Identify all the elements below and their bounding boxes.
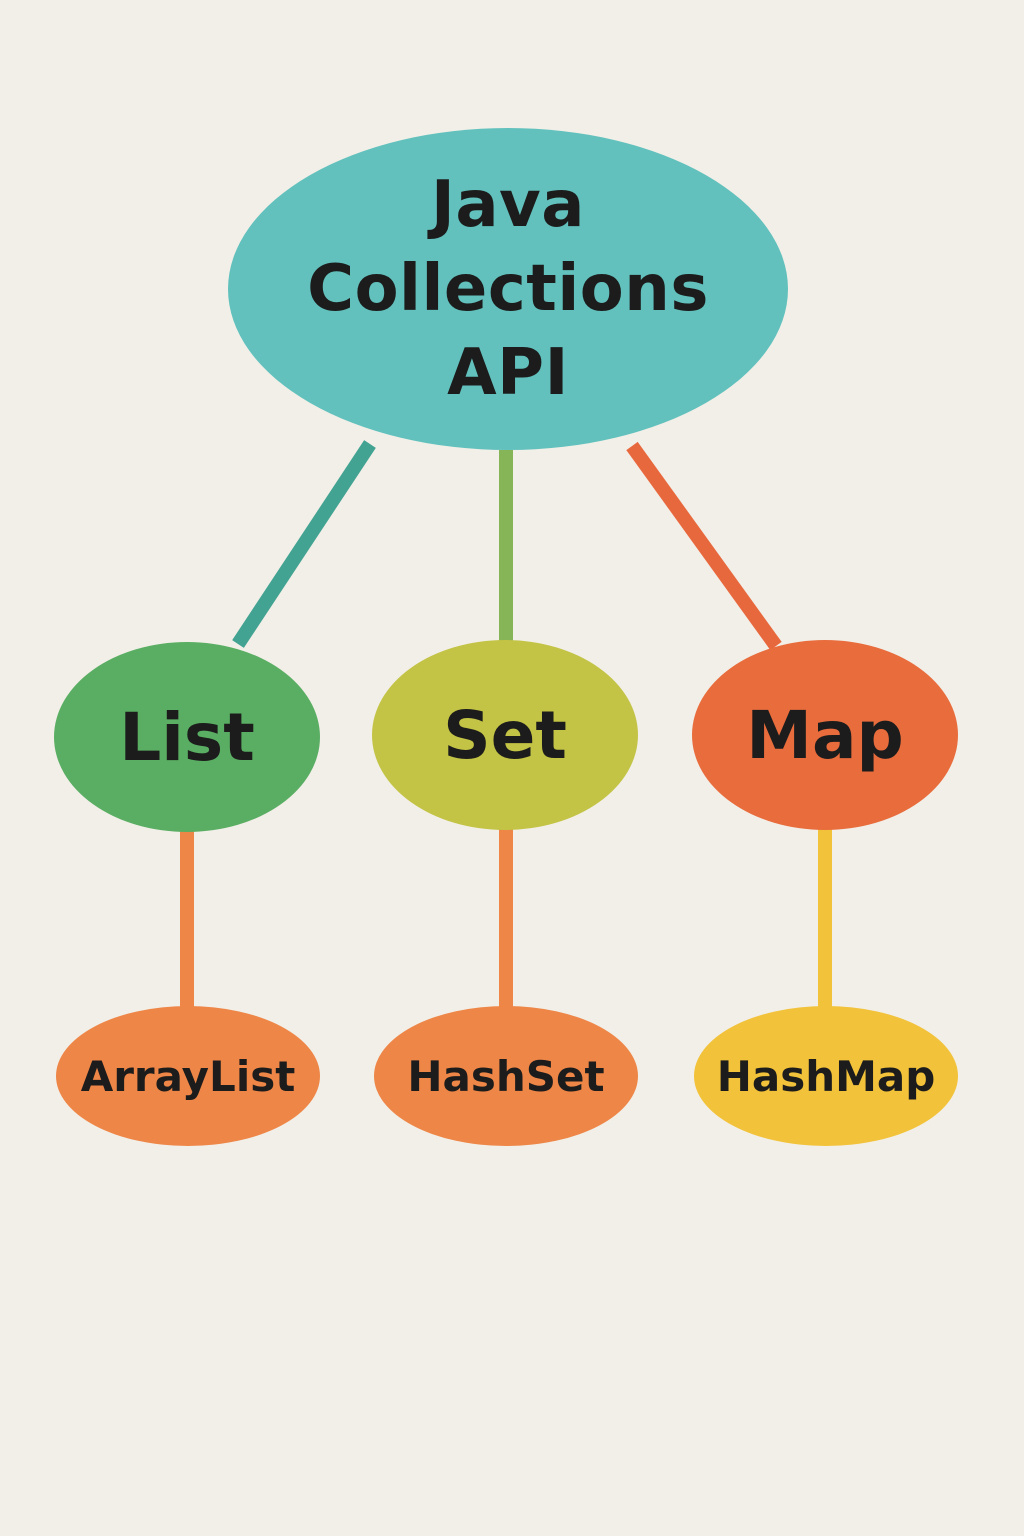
implementation-node-hashmap: HashMap (694, 1006, 958, 1146)
implementation-node-hashset: HashSet (374, 1006, 638, 1146)
interface-node-map: Map (692, 640, 958, 830)
interface-node-set-label: Set (443, 696, 567, 774)
edge-root-map (626, 441, 782, 651)
implementation-node-hashmap-label: HashMap (716, 1051, 936, 1101)
root-node-label: Java Collections API (307, 168, 709, 410)
interface-node-list: List (54, 642, 320, 832)
edge-root-list (232, 440, 376, 648)
implementation-node-arraylist-label: ArrayList (80, 1051, 296, 1101)
interface-node-set: Set (372, 640, 638, 830)
implementation-node-hashset-label: HashSet (407, 1051, 605, 1101)
interface-node-map-label: Map (746, 696, 904, 774)
root-node-java-collections-api: Java Collections API (228, 128, 788, 450)
interface-node-list-label: List (119, 698, 255, 776)
implementation-node-arraylist: ArrayList (56, 1006, 320, 1146)
